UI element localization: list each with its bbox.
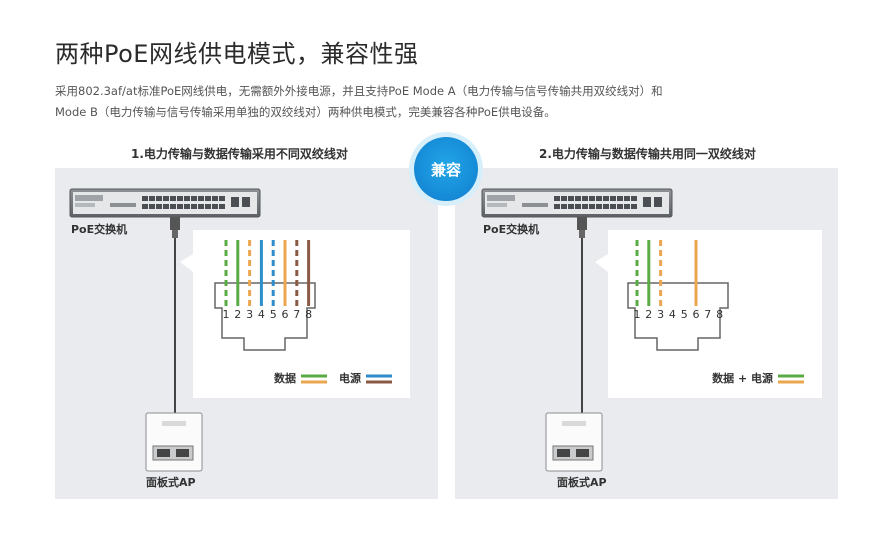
legend-2: 数据 + 电源 bbox=[712, 371, 804, 385]
switch-1-ports bbox=[110, 196, 250, 209]
pin-2: 2 bbox=[234, 308, 241, 321]
pin-5: 5 bbox=[270, 308, 277, 321]
rj45-jack-2 bbox=[627, 282, 729, 351]
ap-2-label: 面板式AP bbox=[557, 475, 607, 489]
legend-label-1: 电源 bbox=[339, 371, 361, 385]
ap-1-label: 面板式AP bbox=[146, 475, 196, 489]
pin-3: 3 bbox=[657, 308, 664, 321]
pin-7: 7 bbox=[704, 308, 711, 321]
pin-8: 8 bbox=[716, 308, 723, 321]
panel-ap-1 bbox=[145, 412, 203, 472]
connector-callout-2 bbox=[595, 230, 822, 398]
pin-4: 4 bbox=[258, 308, 265, 321]
poe-switch-2 bbox=[481, 188, 673, 218]
pin-8: 8 bbox=[305, 308, 312, 321]
switch-1-label: PoE交换机 bbox=[71, 222, 127, 236]
legend-label-0: 数据 bbox=[274, 371, 296, 385]
switch-2-label: PoE交换机 bbox=[483, 222, 539, 236]
cable-1 bbox=[170, 217, 180, 414]
pin-3: 3 bbox=[246, 308, 253, 321]
description-line-1: 采用802.3af/at标准PoE网线供电，无需额外外接电源，并且支持PoE M… bbox=[55, 84, 663, 98]
wire-set-2 bbox=[635, 240, 698, 306]
panel-ap-2 bbox=[545, 412, 603, 472]
wire-set-1 bbox=[224, 240, 311, 306]
pin-6: 6 bbox=[282, 308, 289, 321]
pin-7: 7 bbox=[293, 308, 300, 321]
description: 采用802.3af/at标准PoE网线供电，无需额外外接电源，并且支持PoE M… bbox=[55, 81, 755, 123]
poe-switch-1 bbox=[69, 188, 261, 218]
pin-2: 2 bbox=[645, 308, 652, 321]
panel-1-heading: 1.电力传输与数据传输采用不同双绞线对 bbox=[131, 147, 348, 161]
switch-2-ports bbox=[522, 196, 662, 209]
pin-1: 1 bbox=[634, 308, 641, 321]
pin-6: 6 bbox=[693, 308, 700, 321]
cable-2 bbox=[577, 217, 587, 414]
panel-2-heading: 2.电力传输与数据传输共用同一双绞线对 bbox=[539, 147, 756, 161]
pin-1: 1 bbox=[223, 308, 230, 321]
rj45-jack-1 bbox=[214, 282, 316, 351]
pin-4: 4 bbox=[669, 308, 676, 321]
description-line-2: Mode B（电力传输与信号传输采用单独的双绞线对）两种供电模式，完美兼容各种P… bbox=[55, 105, 556, 119]
pin-5: 5 bbox=[681, 308, 688, 321]
legend-label-0: 数据 + 电源 bbox=[712, 371, 773, 385]
page-title: 两种PoE网线供电模式，兼容性强 bbox=[55, 40, 419, 68]
compatible-badge: 兼容 bbox=[414, 137, 478, 201]
legend-1: 数据 电源 bbox=[274, 371, 392, 385]
